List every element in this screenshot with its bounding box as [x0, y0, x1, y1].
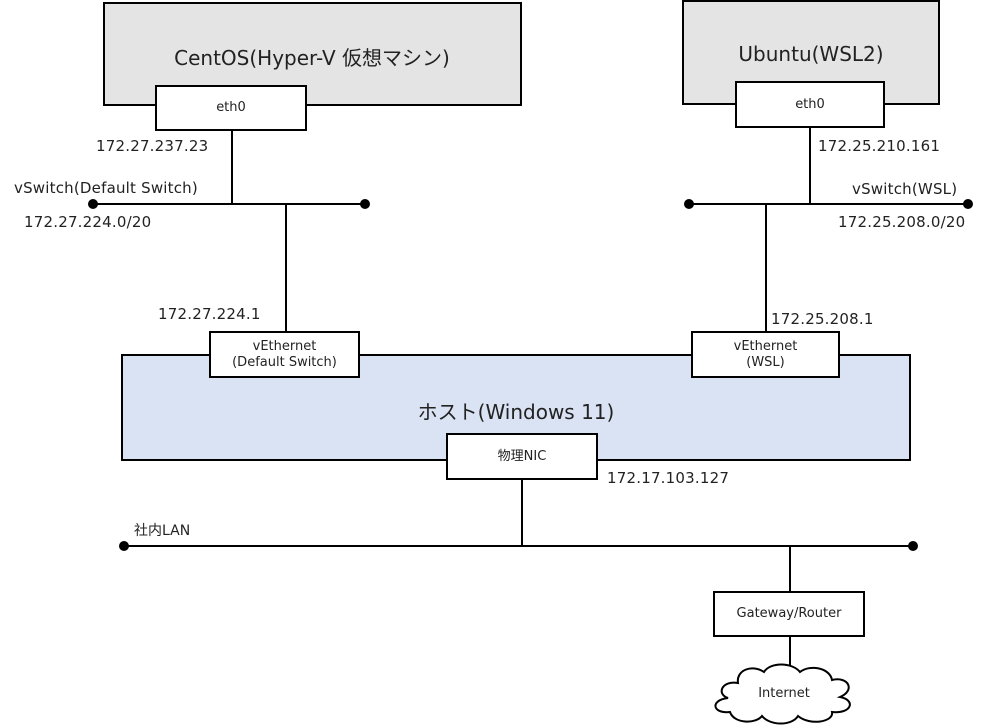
vswitch-wsl-name: vSwitch(WSL): [852, 180, 958, 198]
gateway-router: Gateway/Router: [713, 591, 865, 637]
vethernet-wsl: vEthernet (WSL): [691, 331, 840, 378]
vethernet-default-line2: (Default Switch): [232, 354, 337, 370]
ubuntu-eth0: eth0: [735, 81, 885, 128]
physical-nic-label: 物理NIC: [497, 448, 547, 464]
lan-left-endpoint: [119, 541, 129, 551]
ubuntu-title: Ubuntu(WSL2): [738, 42, 884, 66]
lan-name: 社内LAN: [134, 523, 191, 539]
lan-right-endpoint: [908, 541, 918, 551]
vethernet-wsl-line2: (WSL): [746, 354, 785, 370]
centos-eth0: eth0: [155, 85, 307, 131]
ubuntu-ip: 172.25.210.161: [818, 137, 941, 155]
physical-nic-ip: 172.17.103.127: [607, 469, 730, 487]
physical-nic: 物理NIC: [446, 433, 598, 480]
vswitch-default-name: vSwitch(Default Switch): [14, 179, 198, 197]
vswitch-default-left-endpoint: [88, 199, 98, 209]
vethernet-wsl-line1: vEthernet: [733, 338, 798, 354]
gateway-router-label: Gateway/Router: [736, 606, 842, 621]
vswitch-default-subnet: 172.27.224.0/20: [24, 213, 152, 231]
centos-eth0-label: eth0: [216, 100, 246, 115]
vethernet-default: vEthernet (Default Switch): [209, 331, 360, 378]
host-title: ホスト(Windows 11): [417, 400, 615, 424]
vswitch-wsl-left-endpoint: [684, 199, 694, 209]
centos-ip: 172.27.237.23: [96, 137, 209, 155]
vethernet-wsl-ip: 172.25.208.1: [771, 310, 874, 328]
vethernet-default-line1: vEthernet: [252, 338, 317, 354]
vethernet-default-ip: 172.27.224.1: [158, 305, 261, 323]
ubuntu-eth0-label: eth0: [795, 96, 825, 112]
vswitch-default-right-endpoint: [360, 199, 370, 209]
internet-label: Internet: [758, 686, 810, 701]
vswitch-wsl-right-endpoint: [963, 199, 973, 209]
internet-cloud-icon: [714, 663, 851, 725]
centos-title: CentOS(Hyper-V 仮想マシン): [174, 46, 450, 70]
vswitch-wsl-subnet: 172.25.208.0/20: [838, 213, 966, 231]
